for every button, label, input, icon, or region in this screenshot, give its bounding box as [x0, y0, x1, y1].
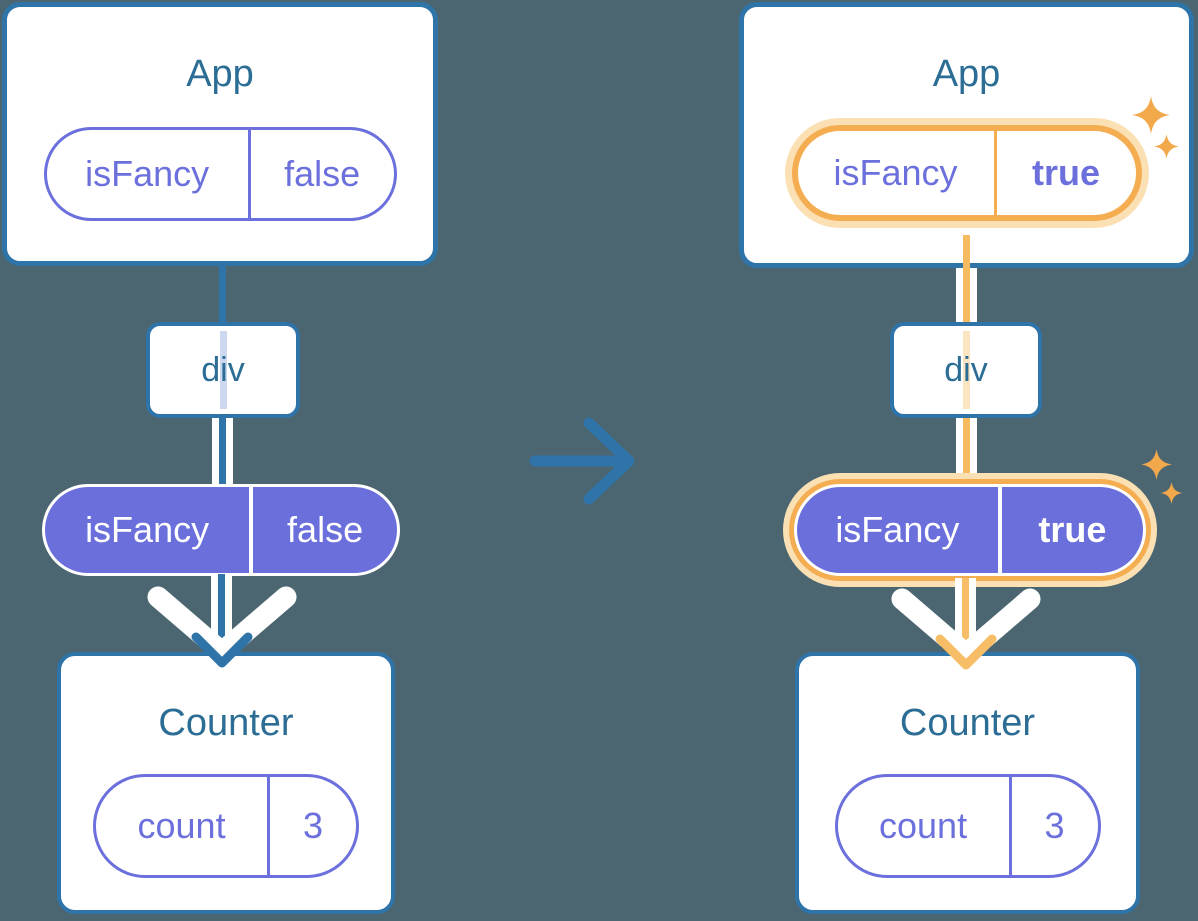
sparkle-icon — [1154, 134, 1179, 159]
before-app-prop-pill: isFancy false — [43, 127, 397, 221]
white-chevron-icon — [147, 586, 297, 663]
state-name-label: count — [838, 777, 1012, 875]
before-counter-box: Counter count 3 — [57, 652, 395, 914]
arrow-shaft — [955, 578, 962, 648]
prop-name-label: isFancy — [47, 130, 251, 218]
prop-value-label: true — [1032, 152, 1101, 193]
before-app-to-div-line — [219, 266, 226, 322]
flow-value-label: true — [1038, 509, 1107, 550]
flow-value-label: false — [287, 509, 364, 550]
after-flow-prop-pill: isFancy true — [794, 484, 1146, 576]
arrow-shaft — [211, 574, 218, 646]
counter-title: Counter — [158, 702, 294, 744]
div-label: div — [944, 350, 988, 389]
before-down-arrow-icon — [147, 574, 297, 668]
before-flow-prop-pill: isFancy false — [42, 484, 400, 576]
app-title: App — [932, 53, 1001, 95]
after-app-box: App isFancy true — [739, 2, 1194, 268]
arrowhead-icon — [191, 632, 253, 668]
after-div-passthrough-line — [962, 331, 970, 409]
before-counter-state-pill: count 3 — [93, 774, 359, 878]
after-counter-box: Counter count 3 — [795, 652, 1140, 914]
after-down-arrow-icon — [891, 578, 1041, 670]
after-app-to-div-line — [956, 268, 977, 324]
flow-name-label: isFancy — [45, 487, 254, 573]
sparkle-icon — [1160, 482, 1183, 504]
app-title: App — [186, 53, 254, 95]
transition-right-arrow-icon — [529, 417, 635, 505]
div-label: div — [201, 350, 245, 389]
sparkle-icon — [1141, 449, 1172, 480]
before-div-box: div — [146, 322, 300, 418]
arrow-shaft — [962, 578, 969, 654]
counter-title: Counter — [899, 702, 1036, 744]
after-counter-state-pill: count 3 — [834, 774, 1101, 878]
arrowhead-icon — [935, 634, 997, 670]
before-app-box: App isFancy false — [2, 2, 438, 266]
sparkle-icon — [1132, 96, 1170, 134]
after-pill-to-box-line — [963, 235, 970, 268]
prop-name-label: isFancy — [798, 131, 997, 215]
after-div-box: div — [890, 322, 1042, 418]
arrow-shaft — [218, 574, 225, 652]
before-div-to-pill-line — [212, 418, 233, 484]
white-chevron-icon — [891, 588, 1041, 665]
arrow-shaft — [225, 574, 232, 646]
flow-name-label: isFancy — [797, 487, 1002, 573]
prop-value-label: false — [284, 153, 361, 194]
after-div-to-pill-line — [956, 418, 977, 484]
state-value-label: 3 — [1044, 805, 1065, 846]
state-name-label: count — [96, 777, 271, 875]
state-value-label: 3 — [303, 805, 324, 846]
arrow-shaft — [969, 578, 976, 648]
after-app-prop-pill: isFancy true — [791, 125, 1142, 221]
before-div-passthrough-line — [219, 331, 227, 409]
arrowhead-icon — [583, 417, 635, 505]
